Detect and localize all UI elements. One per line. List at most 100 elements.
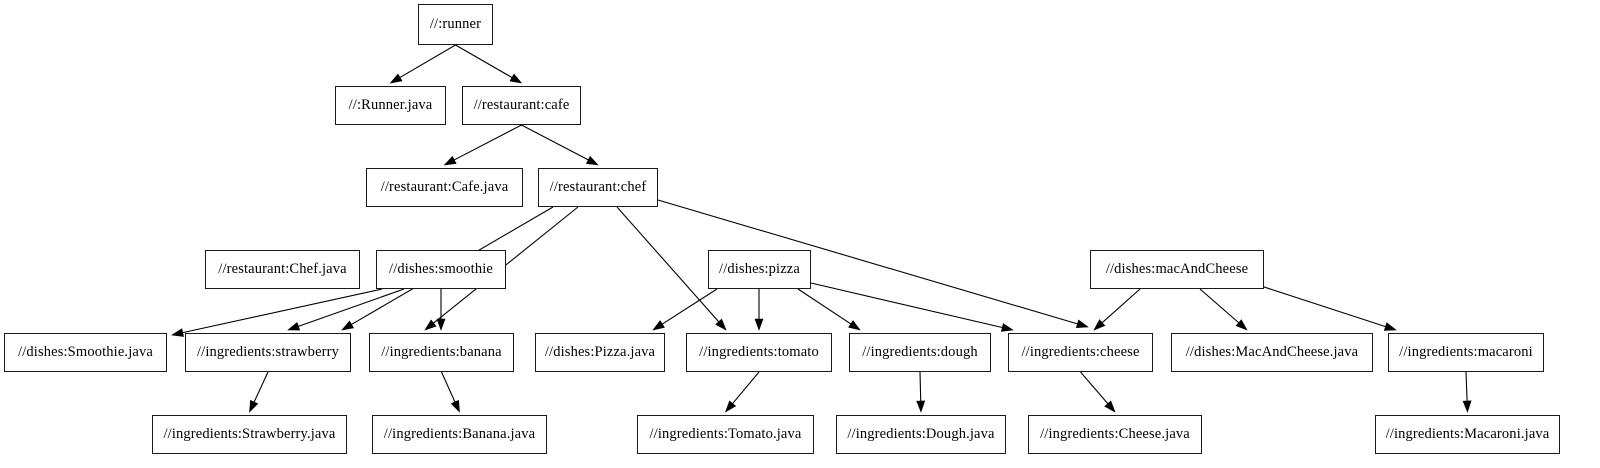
edge-arrowhead [1000,323,1014,332]
graph-node-label: //restaurant:cafe [473,97,570,114]
graph-node-ing-tomato[interactable]: //ingredients:tomato [686,333,832,372]
graph-node-restaurant-chef-java[interactable]: //restaurant:Chef.java [205,250,360,289]
edge-arrowhead [848,320,861,331]
edge-line [298,288,405,327]
graph-edge-runner-to-runner-java [389,44,456,84]
edge-line [440,371,456,403]
graph-node-ing-strawberry-java[interactable]: //ingredients:Strawberry.java [152,415,347,454]
edge-arrowhead [171,328,184,337]
graph-edge-dishes-smoothie-to-ing-strawberry [287,288,405,331]
edge-line [661,288,718,325]
graph-edge-runner-to-restaurant-cafe [455,44,523,84]
edge-line [919,371,922,402]
graph-node-ing-tomato-java[interactable]: //ingredients:Tomato.java [637,415,814,454]
graph-edge-restaurant-cafe-to-restaurant-chef [521,124,599,166]
edge-line [521,124,589,161]
edge-line [1101,288,1141,324]
graph-node-restaurant-chef[interactable]: //restaurant:chef [538,168,658,207]
graph-node-dishes-macandcheese-java[interactable]: //dishes:MacAndCheese.java [1171,333,1373,372]
edge-arrowhead [1235,319,1248,331]
graph-node-restaurant-cafe[interactable]: //restaurant:cafe [462,86,581,125]
graph-node-runner[interactable]: //:runner [418,4,493,45]
graph-node-ing-banana[interactable]: //ingredients:banana [369,333,514,372]
edge-line [1080,371,1109,405]
edge-arrowhead [287,322,301,331]
edge-line [732,371,760,404]
edge-arrowhead [436,318,446,331]
edge-line [399,44,456,78]
graph-node-label: //:Runner.java [348,97,433,114]
graph-node-ing-macaroni[interactable]: //ingredients:macaroni [1388,333,1544,372]
edge-line [182,288,383,334]
edge-arrowhead [585,155,599,166]
graph-node-dishes-smoothie-java[interactable]: //dishes:Smoothie.java [4,333,167,372]
graph-node-runner-java[interactable]: //:Runner.java [335,86,446,125]
edge-arrowhead [652,320,665,331]
edge-arrowhead [1075,319,1089,329]
graph-edge-restaurant-chef-to-dishes-pizza [616,206,727,331]
graph-edge-dishes-pizza-to-ing-tomato [754,289,764,331]
graph-node-label: //dishes:Pizza.java [544,344,656,361]
graph-edge-restaurant-cafe-to-restaurant-cafe-java [443,124,522,166]
graph-edge-dishes-pizza-to-ing-cheese [810,282,1014,332]
graph-node-ing-dough[interactable]: //ingredients:dough [849,333,991,372]
graph-edge-ing-macaroni-to-ing-macaroni-java [1462,371,1472,413]
edge-line [797,288,852,325]
edge-line [455,44,513,78]
graph-node-label: //dishes:MacAndCheese.java [1185,344,1359,361]
graph-node-label: //ingredients:Tomato.java [649,426,802,443]
graph-node-dishes-pizza-java[interactable]: //dishes:Pizza.java [535,333,665,372]
graph-node-ing-dough-java[interactable]: //ingredients:Dough.java [836,415,1006,454]
graph-node-label: //dishes:macAndCheese [1105,261,1249,278]
graph-node-ing-cheese-java[interactable]: //ingredients:Cheese.java [1028,415,1202,454]
graph-node-ing-macaroni-java[interactable]: //ingredients:Macaroni.java [1375,415,1560,454]
graph-edge-dishes-smoothie-to-dishes-smoothie-java [171,288,383,337]
graph-edge-dishes-smoothie-to-ing-banana [436,289,446,331]
edge-arrowhead [249,399,259,413]
graph-node-label: //ingredients:Macaroni.java [1385,426,1550,443]
graph-edge-ing-strawberry-to-ing-strawberry-java [249,371,269,413]
edge-line [1199,288,1240,324]
graph-node-label: //ingredients:Strawberry.java [163,426,336,443]
graph-node-label: //ingredients:Banana.java [383,426,536,443]
edge-arrowhead [1104,400,1116,413]
edge-arrowhead [715,318,727,331]
edge-line [810,282,1003,329]
edge-line [1465,371,1468,402]
graph-edge-ing-banana-to-ing-banana-java [440,371,460,413]
graph-node-label: //dishes:Smoothie.java [18,344,153,361]
edge-arrowhead [509,73,523,84]
graph-edge-dishes-macandcheese-to-ing-macaroni [1257,284,1397,331]
graph-node-dishes-smoothie[interactable]: //dishes:smoothie [376,250,506,289]
graph-node-label: //dishes:pizza [719,261,800,278]
graph-node-dishes-pizza[interactable]: //dishes:pizza [708,250,811,289]
graph-node-label: //ingredients:Dough.java [847,426,995,443]
edge-arrowhead [450,399,460,413]
graph-edge-dishes-pizza-to-dishes-pizza-java [652,288,718,331]
edge-arrowhead [916,400,926,413]
edge-arrowhead [1383,322,1397,331]
edge-arrowhead [724,400,737,413]
graph-edge-ing-cheese-to-ing-cheese-java [1080,371,1116,413]
edge-arrowhead [389,73,403,84]
graph-node-label: //ingredients:dough [862,344,978,361]
graph-node-label: //restaurant:Cafe.java [380,179,509,196]
graph-edge-restaurant-chef-to-dishes-macandcheese [657,199,1089,329]
graph-node-label: //dishes:smoothie [389,261,493,278]
graph-node-ing-cheese[interactable]: //ingredients:cheese [1008,333,1153,372]
graph-node-label: //ingredients:strawberry [197,344,339,361]
graph-node-ing-strawberry[interactable]: //ingredients:strawberry [185,333,351,372]
graph-edge-dishes-macandcheese-to-ing-cheese [1093,288,1141,331]
graph-node-ing-banana-java[interactable]: //ingredients:Banana.java [372,415,547,454]
graph-node-label: //restaurant:Chef.java [218,261,347,278]
edge-arrowhead [1093,319,1106,331]
graph-edge-ing-dough-to-ing-dough-java [916,371,926,413]
graph-node-restaurant-cafe-java[interactable]: //restaurant:Cafe.java [366,168,523,207]
edge-line [454,124,522,161]
edge-line [253,371,269,403]
graph-node-label: //ingredients:Cheese.java [1040,426,1190,443]
graph-node-dishes-macandcheese[interactable]: //dishes:macAndCheese [1090,250,1264,289]
edge-arrowhead [424,319,437,331]
